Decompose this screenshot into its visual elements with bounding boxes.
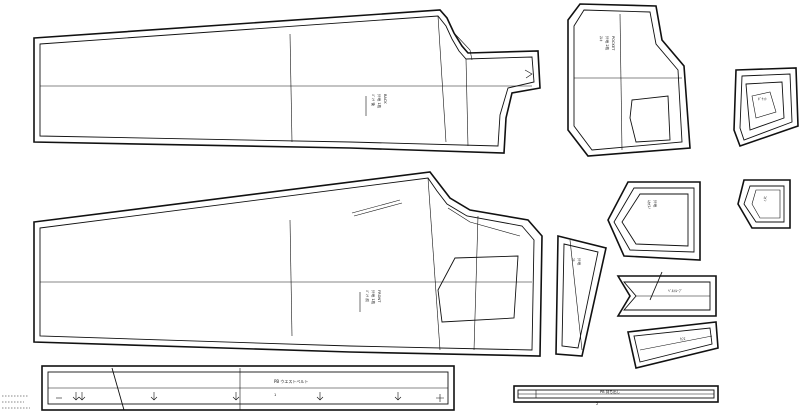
svg-text:ﾀﾃ地: ﾀﾃ地 xyxy=(653,200,658,208)
svg-text:ﾍﾞﾙﾄﾙｰﾌﾟ: ﾍﾞﾙﾄﾙｰﾌﾟ xyxy=(668,288,682,293)
chevron-strip-piece: ﾍﾞﾙﾄﾙｰﾌﾟ xyxy=(616,271,717,317)
svg-text:ﾀﾃ地 2枚: ﾀﾃ地 2枚 xyxy=(605,36,610,51)
svg-text:POCKET: POCKET xyxy=(611,36,615,51)
svg-text:FRONT: FRONT xyxy=(377,290,381,303)
small-pocket-piece: ﾎﾟｹｯﾄ xyxy=(733,67,799,148)
svg-text:ﾊﾟﾝﾂ 前: ﾊﾟﾝﾂ 前 xyxy=(365,290,370,302)
svg-text:ﾀﾃ地 1枚: ﾀﾃ地 1枚 xyxy=(371,290,376,305)
grain-notes-pocket: ｽﾚｷ ﾀﾃ地 2枚 POCKET xyxy=(599,36,615,51)
coin-pocket-piece: ｺｲﾝ xyxy=(737,179,791,229)
pocket-facing-piece: ﾑｶｲﾇﾉ ﾀﾃ地 xyxy=(607,181,701,261)
waistband-arrows xyxy=(56,392,444,402)
svg-text:ﾀﾃ地 1枚: ﾀﾃ地 1枚 xyxy=(377,94,382,109)
waistband-label: PB ウエストベルト xyxy=(274,378,308,384)
grain-notes-top: ﾊﾟﾝﾂ 後 ﾀﾃ地 1枚 BACK xyxy=(365,94,387,116)
svg-text:ﾏﾁ: ﾏﾁ xyxy=(571,258,576,262)
svg-text:ﾊﾟﾝﾂ 後: ﾊﾟﾝﾂ 後 xyxy=(371,94,376,106)
strip-label: PB 持ち出し xyxy=(600,389,621,394)
svg-text:BACK: BACK xyxy=(383,94,387,104)
svg-text:ﾀﾃ地: ﾀﾃ地 xyxy=(577,258,582,266)
svg-text:ｽﾚｷ: ｽﾚｷ xyxy=(599,36,604,42)
trouser-piece-top: ﾊﾟﾝﾂ 後 ﾀﾃ地 1枚 BACK xyxy=(33,9,541,154)
svg-text:ﾑｶｲﾇﾉ: ﾑｶｲﾇﾉ xyxy=(647,200,652,209)
strip-sub-label: 2 xyxy=(596,402,598,406)
svg-text:ﾎﾟｹｯﾄ: ﾎﾟｹｯﾄ xyxy=(758,96,767,101)
margin-notes xyxy=(2,395,30,409)
fly-strip-piece: PB 持ち出し 2 xyxy=(513,385,719,406)
waistband-piece: PB ウエストベルト 1 xyxy=(41,365,455,411)
waistband-sub-label: 1 xyxy=(274,393,276,397)
slanted-tab-piece: ﾏﾁ ﾀﾃ地 xyxy=(555,234,607,357)
trouser-piece-bottom: ﾊﾟﾝﾂ 前 ﾀﾃ地 1枚 FRONT xyxy=(33,171,543,357)
pocket-bag-piece: ｽﾚｷ ﾀﾃ地 2枚 POCKET xyxy=(567,3,691,157)
grain-notes-bottom: ﾊﾟﾝﾂ 前 ﾀﾃ地 1枚 FRONT xyxy=(359,290,381,312)
svg-text:ｶﾌｽ: ｶﾌｽ xyxy=(680,336,686,341)
curved-strip-piece: ｶﾌｽ xyxy=(627,321,719,369)
svg-text:ｺｲﾝ: ｺｲﾝ xyxy=(763,196,767,202)
